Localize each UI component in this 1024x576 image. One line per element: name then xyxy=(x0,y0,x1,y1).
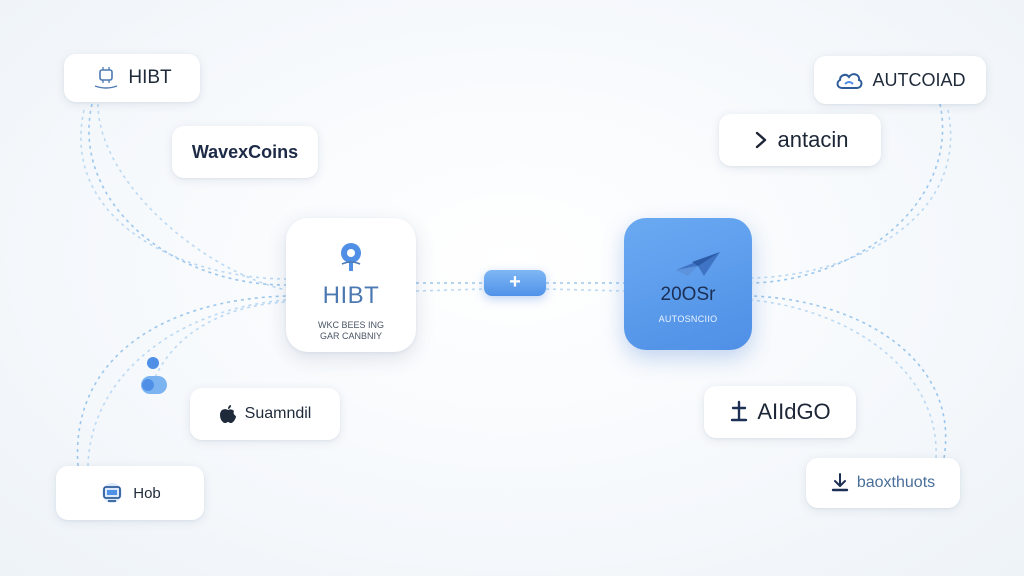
node-antacin-label: antacin xyxy=(777,127,849,152)
hub-autosync-title: 20OSr xyxy=(660,284,716,305)
hub-hibt-title: HIBT xyxy=(322,282,380,309)
node-autcoiad-label: AUTCOIAD xyxy=(872,69,966,90)
link-wavex-hub xyxy=(97,103,287,291)
user-figure-icon xyxy=(136,355,172,399)
cloud-icon xyxy=(837,73,863,89)
node-aiidgo-label: AIIdGO xyxy=(757,399,831,424)
connector-symbol: + xyxy=(509,271,521,293)
node-hob-label: Hob xyxy=(133,484,161,502)
link-autcoiad-hub xyxy=(751,103,944,284)
node-antacin[interactable]: antacin xyxy=(719,114,881,166)
node-wavexcoins-label: WavexCoins xyxy=(191,141,299,162)
apple-icon xyxy=(219,405,236,423)
node-hob[interactable]: Hob xyxy=(56,466,204,520)
link-hob-hub-2 xyxy=(87,299,287,467)
node-aiidgo[interactable]: AIIdGO xyxy=(704,386,856,438)
link-hub-pill-2 xyxy=(415,288,485,292)
paper-plane-icon xyxy=(676,252,720,276)
link-baox-hub xyxy=(751,295,947,459)
chevron-right-icon xyxy=(755,131,766,149)
node-hibt-label: HIBT xyxy=(128,67,172,88)
hub-autosync-subtitle: AUTOSNCIIO xyxy=(658,314,718,324)
node-hibt[interactable]: HIBT xyxy=(64,54,200,102)
chip-icon xyxy=(95,67,118,89)
node-suamndil[interactable]: Suamndil xyxy=(190,388,340,440)
node-baoxthuots-label: baoxthuots xyxy=(856,474,936,491)
hub-hibt[interactable]: HIBT WKC BEES ING GAR CANBNIY xyxy=(286,218,416,352)
anchor-icon xyxy=(731,400,748,422)
connector-plus-button[interactable]: + xyxy=(484,270,546,296)
node-baoxthuots[interactable]: baoxthuots xyxy=(806,458,960,508)
hub-hibt-subtitle-line1: WKC BEES ING xyxy=(317,320,384,330)
download-icon xyxy=(831,473,849,492)
link-hibt-hub xyxy=(88,103,287,286)
hub-hibt-subtitle: WKC BEES ING GAR CANBNIY xyxy=(318,320,384,342)
link-figure-hub xyxy=(149,301,287,391)
node-autcoiad[interactable]: AUTCOIAD xyxy=(814,56,986,104)
node-wavexcoins[interactable]: WavexCoins xyxy=(172,126,318,178)
lock-pin-icon xyxy=(341,243,361,271)
hub-autosync[interactable]: 20OSr AUTOSNCIIO xyxy=(624,218,752,350)
hub-hibt-subtitle-line2: GAR CANBNIY xyxy=(319,331,382,341)
link-pill-hub-2 xyxy=(545,288,625,292)
link-hibt-hub-2 xyxy=(80,109,287,280)
node-suamndil-label: Suamndil xyxy=(244,405,312,422)
monitor-icon xyxy=(102,483,123,503)
link-hob-hub xyxy=(76,295,287,467)
